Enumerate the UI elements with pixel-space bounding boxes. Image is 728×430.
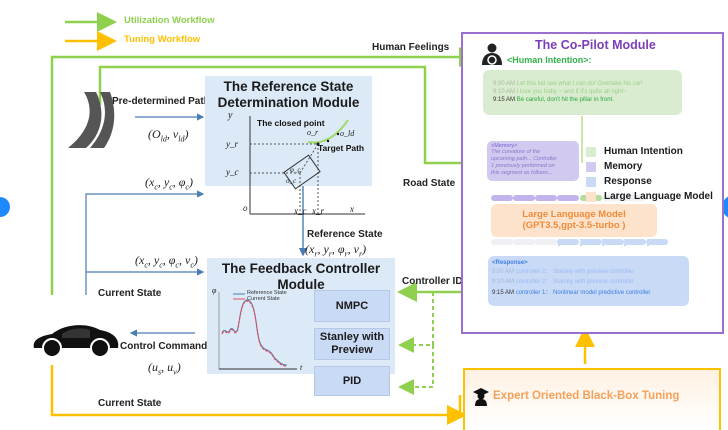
memory-token — [557, 195, 579, 201]
memory-token — [491, 195, 513, 201]
controller-stanley[interactable]: Stanley with Preview — [314, 328, 390, 360]
pose-state-label: (xc, yc, φc) — [145, 175, 193, 192]
empty-token — [624, 195, 646, 201]
copilot-title: The Co-Pilot Module — [535, 38, 656, 52]
tick-yr: y_r — [226, 139, 238, 149]
origin-label: o — [243, 203, 248, 213]
legend-tuning-label: Tuning Workflow — [124, 34, 201, 45]
llm-label-1: Large Language Model — [522, 209, 626, 220]
intention-row-1: 9:00 AM Let this kid see what I can do! … — [493, 81, 643, 87]
intention-row-3: 9:15 AM Be careful, don't hit the pillar… — [493, 97, 614, 103]
tuning-box: Expert Oriented Black-Box Tuning — [463, 368, 721, 430]
response-row-1: 9:00 AM controller 2： Stanley with previ… — [492, 269, 635, 275]
road-state-edge — [98, 65, 483, 173]
tick-xr: x_r — [312, 206, 324, 216]
plot-y-label: φ — [212, 286, 217, 295]
legend-utilization-label: Utilization Workflow — [124, 15, 215, 26]
current-state-bottom-label: Current State — [98, 398, 162, 409]
reference-geometry-plot — [249, 116, 365, 215]
response-token — [580, 239, 602, 245]
response-token — [646, 239, 668, 245]
empty-token — [491, 239, 513, 245]
human-feelings-edge — [50, 47, 479, 295]
plot-x-label: t — [300, 363, 303, 372]
key-swatch — [586, 176, 596, 187]
reference-vars-label: (xr, yr, φr, vr) — [305, 242, 367, 259]
key-human-intention: Human Intention — [586, 144, 713, 159]
target-path-label: Target Path — [318, 143, 365, 153]
response-row-3: 9:15 AM controller 1： Nonlinear model pr… — [492, 290, 651, 296]
current-state-label: Current State — [98, 288, 162, 299]
left-edge-marker — [0, 197, 10, 217]
controller-nmpc[interactable]: NMPC — [314, 290, 390, 322]
key-swatch — [586, 191, 596, 202]
memory-token — [513, 195, 535, 201]
closed-point-label: The closed point — [257, 118, 325, 128]
tick-xc: x_c — [294, 206, 307, 216]
memory-header: <Memory> — [491, 143, 518, 149]
response-token — [602, 239, 624, 245]
key-llm: Large Language Model — [586, 189, 713, 204]
current-state-full-label: (xc, yc, φc, vc) — [135, 253, 198, 270]
feedback-module-title-1: The Feedback Controller — [221, 261, 381, 276]
llm-box: Large Language Model (GPT3.5,gpt-3.5-tur… — [491, 204, 657, 237]
control-command-label: Control Command — [120, 341, 208, 352]
controller-id-label: Controller ID — [402, 276, 463, 287]
response-token — [624, 239, 646, 245]
feedback-module-title-2: Module — [277, 277, 325, 292]
empty-token — [602, 195, 624, 201]
vehicle-phi-label: φ_c — [290, 166, 301, 174]
point-or-label: o_r — [307, 128, 319, 137]
point-old-label: o_ld — [340, 129, 355, 138]
reference-state-label: Reference State — [307, 229, 383, 240]
human-feelings-label: Human Feelings — [372, 42, 450, 53]
current-state-pose-edge — [85, 190, 205, 295]
llm-label-2: (GPT3.5,gpt-3.5-turbo ) — [522, 220, 626, 231]
legend-ref-label: Reference State — [247, 290, 287, 296]
controller-id-dashed-2 — [398, 345, 434, 395]
pre-determined-path-label: Pre-determined Path — [112, 96, 210, 107]
memory-box: <Memory> The curvature of the upcoming p… — [487, 141, 579, 181]
key-response: Response — [586, 174, 713, 189]
controller-stanley-label-2: Preview — [331, 344, 373, 356]
response-row-2: 9:10 AM controller 2： Stanley with previ… — [492, 279, 635, 285]
key-memory: Memory — [586, 159, 713, 174]
empty-token — [535, 239, 557, 245]
controller-id-dashed-1 — [398, 292, 434, 353]
response-box: <Response> 9:00 AM controller 2： Stanley… — [488, 256, 689, 306]
state-tracking-plot — [218, 292, 297, 370]
car-icon — [33, 325, 119, 358]
control-vars-label: (us, uv) — [148, 360, 181, 377]
axis-y-label: y — [228, 110, 233, 121]
response-token — [557, 239, 579, 245]
human-intention-header: <Human Intention>: — [507, 55, 592, 65]
tuning-box-label: Expert Oriented Black-Box Tuning — [493, 390, 680, 402]
intention-row-2: 9:10 AM I love you baby ~ and if it's qu… — [493, 89, 627, 95]
reference-module-title-1: The Reference State — [223, 79, 354, 94]
reference-state-module: The Reference State Determination Module — [205, 76, 372, 186]
tick-yc: y_c — [226, 167, 239, 177]
legend-cur-label: Current State — [247, 296, 280, 302]
controller-stanley-label-1: Stanley with — [319, 331, 385, 343]
vehicle-oc-label: o_c — [286, 177, 297, 185]
driver-icon — [482, 43, 502, 65]
copilot-color-key: Human Intention Memory Response Large La… — [586, 144, 713, 204]
road-state-label: Road State — [403, 178, 456, 189]
controller-pid-label: PID — [342, 374, 362, 387]
key-swatch — [586, 161, 596, 172]
graduate-icon — [473, 388, 489, 406]
axis-x-label: x — [350, 204, 354, 214]
response-header: <Response> — [492, 260, 528, 266]
memory-token — [535, 195, 557, 201]
memory-text: The curvature of the upcoming path... Co… — [491, 149, 558, 176]
human-intention-box: 9:00 AM Let this kid see what I can do! … — [483, 70, 682, 115]
reference-module-title-2: Determination Module — [217, 95, 360, 110]
empty-token — [513, 239, 535, 245]
controller-nmpc-label: NMPC — [335, 299, 369, 312]
key-swatch — [586, 146, 596, 157]
path-state-label: (Old, vld) — [148, 127, 189, 144]
controller-pid[interactable]: PID — [314, 366, 390, 396]
road-icon — [68, 92, 115, 148]
